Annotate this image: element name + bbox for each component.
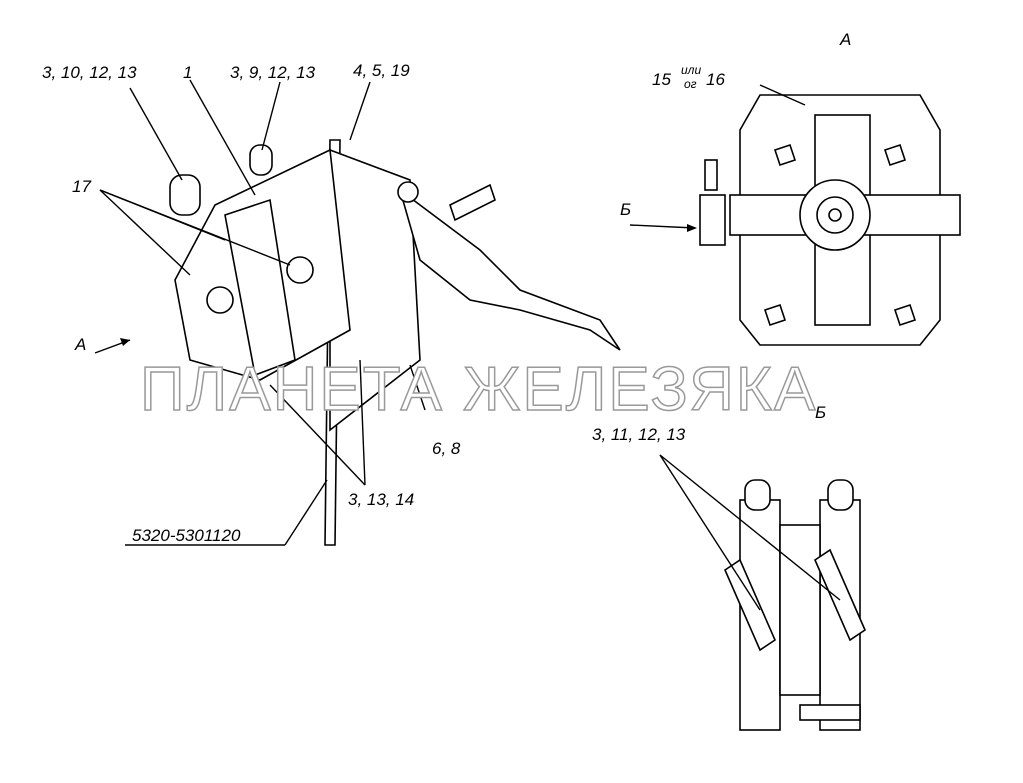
label-1: 1	[183, 63, 192, 82]
view-a-drawing	[699, 94, 961, 346]
label-or-bottom: ог	[684, 77, 697, 91]
label-3-10-12-13: 3, 10, 12, 13	[42, 63, 137, 82]
view-b-drawing	[723, 479, 867, 731]
label-view-b: Б	[815, 403, 826, 422]
label-15: 15	[652, 70, 671, 89]
label-17: 17	[72, 177, 91, 196]
label-3-11-12-13: 3, 11, 12, 13	[592, 425, 686, 444]
watermark: ПЛАНЕТА ЖЕЛЕЗЯКА	[140, 355, 817, 424]
label-3-13-14: 3, 13, 14	[348, 490, 414, 509]
label-part-number: 5320-5301120	[132, 526, 241, 545]
leader-lines	[94, 79, 841, 611]
label-4-5-19: 4, 5, 19	[353, 61, 410, 80]
label-arrow-a: A	[74, 335, 86, 354]
label-view-a: А	[839, 30, 851, 49]
label-or-top: или	[681, 63, 701, 77]
label-3-9-12-13: 3, 9, 12, 13	[230, 63, 316, 82]
main-valve-view	[169, 139, 621, 546]
label-6-8: 6, 8	[432, 439, 461, 458]
label-16: 16	[706, 70, 725, 89]
label-arrow-b: Б	[620, 200, 631, 219]
